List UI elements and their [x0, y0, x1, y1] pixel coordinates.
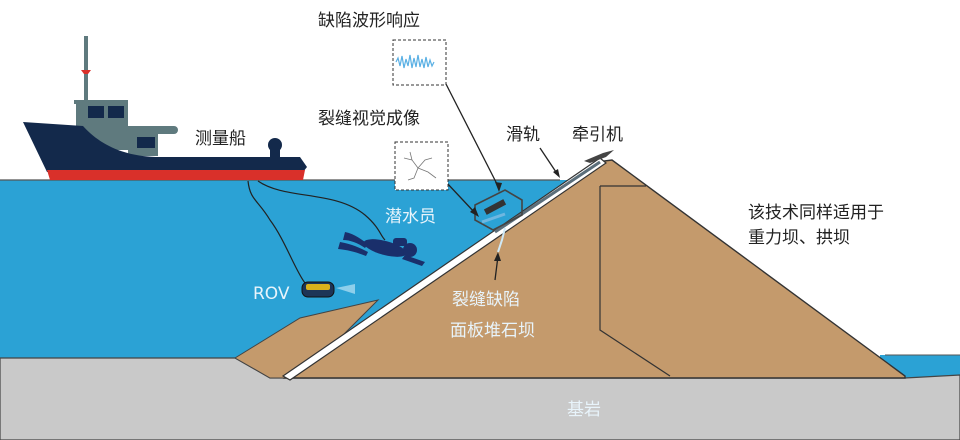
survey-ship: [23, 36, 307, 180]
applicability-note-line1: 该技术同样适用于: [748, 203, 884, 223]
visual-arrowhead: [470, 207, 479, 217]
applicability-note-line2: 重力坝、拱坝: [748, 228, 850, 248]
rail-label: 滑轨: [506, 125, 540, 145]
dam-core-line: [599, 185, 671, 377]
waveform-icon: [395, 54, 435, 69]
crack-icon: [403, 151, 437, 181]
rail-arrowhead: [553, 169, 560, 178]
crack-image-callout: [394, 141, 449, 191]
winch-label: 牵引机: [572, 125, 623, 145]
diver-icon: [338, 232, 425, 266]
rov-icon: [301, 281, 355, 298]
crack-arrowhead: [494, 252, 501, 261]
crack-label: 裂缝缺陷: [452, 290, 520, 310]
waveform-arrowhead: [495, 182, 502, 192]
crack: [497, 227, 506, 253]
dam-label: 面板堆石坝: [450, 321, 535, 341]
rail-leader: [539, 147, 559, 176]
bedrock-label: 基岩: [567, 400, 601, 420]
inspection-robot: [474, 189, 523, 231]
waveform-callout: [392, 39, 447, 86]
diver-line: [257, 180, 386, 241]
ship-label: 测量船: [195, 129, 246, 149]
rov-label: ROV: [253, 284, 290, 304]
visual-label: 裂缝视觉成像: [318, 109, 420, 129]
visual-leader: [445, 181, 477, 215]
waveform-label: 缺陷波形响应: [318, 11, 420, 31]
rov-tether: [247, 180, 306, 284]
diver-label: 潜水员: [385, 207, 436, 227]
winch-icon: [584, 150, 614, 163]
waveform-leader: [445, 83, 500, 189]
